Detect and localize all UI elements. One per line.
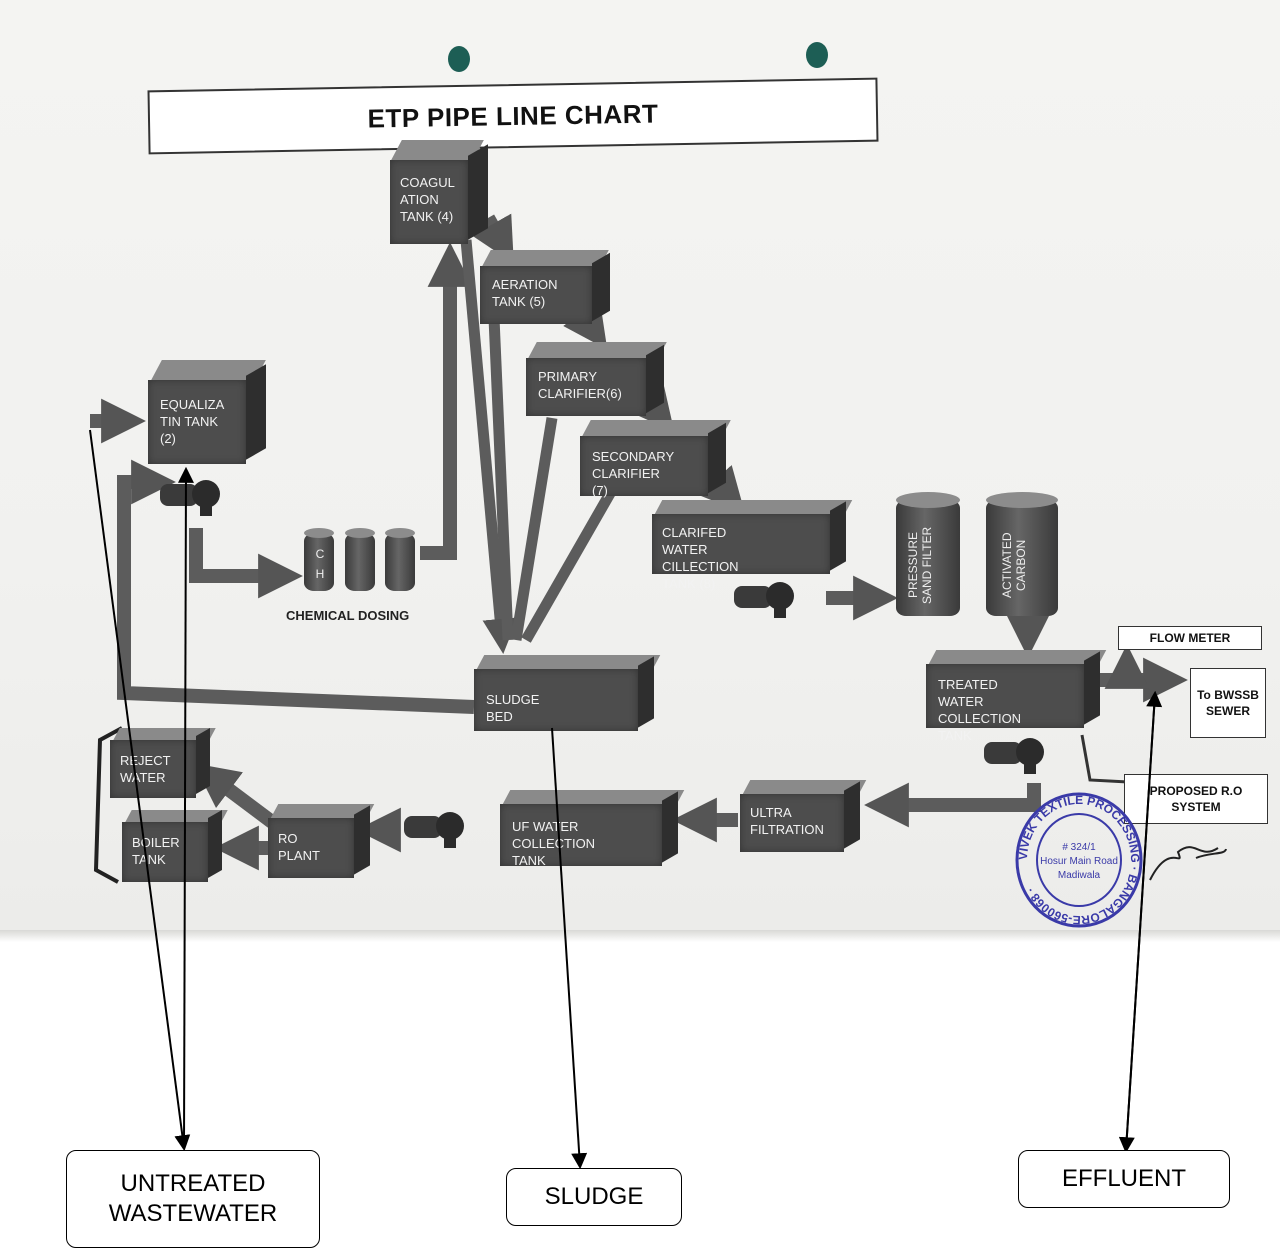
ultra-label: ULTRA FILTRATION [750, 805, 824, 837]
dosing-cylinder-2-top [345, 528, 375, 538]
chemical-dosing-label: CHEMICAL DOSING [286, 608, 410, 623]
pipe-dosing-to-coag [420, 242, 473, 560]
arrow-untreated [89, 429, 191, 1152]
pin-hole-left [448, 46, 470, 72]
bwssb-sewer-box: To BWSSB SEWER [1190, 668, 1266, 738]
clarified-label: CLARIFED WATER CILLECTION TANK (8) [662, 525, 739, 591]
stamp-line-2: Hosur Main Road [1040, 856, 1118, 867]
aeration-label: AERATION TANK (5) [492, 277, 558, 309]
callout-effluent: EFFLUENT [1018, 1150, 1230, 1208]
arrow-effluent-up [1125, 690, 1163, 1151]
photo-edge [0, 930, 1280, 942]
dosing-cylinder-2 [345, 533, 375, 591]
pipe-coag-sludge [460, 239, 518, 655]
company-stamp: VIVEK TEXTILE PROCESSING · BANGALORE-560… [1014, 790, 1144, 930]
pumps-layer [160, 480, 1044, 848]
treated-label: TREATED WATER COLLECTION TANK [938, 677, 1022, 743]
stamp-line-1: # 324/1 [1062, 842, 1096, 853]
pipe-pump-to-dosing [189, 528, 303, 599]
arrow-untreated-up [177, 466, 194, 1149]
pipe-sludge-to-equalization [117, 459, 475, 714]
arrow-sludge [551, 727, 588, 1170]
pipe-treated-to-ultra [864, 782, 1041, 828]
pipe-bracket [93, 726, 123, 884]
callout-untreated: UNTREATED WASTEWATER [66, 1150, 320, 1248]
dosing-cylinder-3 [385, 533, 415, 591]
secondary-label: SECONDARY CLARIFIER (7) [592, 449, 675, 498]
stamp-line-3: Madiwala [1058, 870, 1101, 881]
uf-water-label: UF WATER COLLECTION TANK [512, 819, 596, 868]
sludge-bed-label: SLUDGE BED [486, 692, 540, 724]
callout-sludge: SLUDGE [506, 1168, 682, 1226]
pump-treated-icon [984, 738, 1044, 774]
pin-hole-right [806, 42, 828, 68]
proposed-ro-box: PROPOSED R.O SYSTEM [1124, 774, 1268, 824]
pipe-primary-sludge [510, 417, 558, 641]
pump-clarified-icon [734, 582, 794, 618]
dosing-cylinder-1-top [304, 528, 334, 538]
pipe-coag-to-aeration [472, 213, 514, 264]
pump-uf-icon [404, 812, 464, 848]
pipe-proposed-line [1080, 734, 1129, 784]
ro-plant-label: RO PLANT [278, 831, 320, 863]
signature-layer [1149, 846, 1227, 881]
dosing-letters: C H [315, 547, 325, 581]
pipe-secondary-sludge [521, 487, 617, 643]
coagulation-label: COAGUL ATION TANK (4) [400, 175, 455, 224]
dosing-cylinder-3-top [385, 528, 415, 538]
dosing-cylinder-1 [304, 533, 334, 591]
pipe-aeration-sludge [488, 317, 514, 641]
primary-label: PRIMARY CLARIFIER(6) [538, 369, 622, 401]
pump-equalization-icon [160, 480, 220, 516]
pipe-ro-to-reject [193, 763, 277, 828]
equalization-label: EQUALIZA TIN TANK (2) [160, 397, 225, 446]
flow-meter-box: FLOW METER [1118, 626, 1262, 650]
signature-scribble [1149, 846, 1227, 881]
